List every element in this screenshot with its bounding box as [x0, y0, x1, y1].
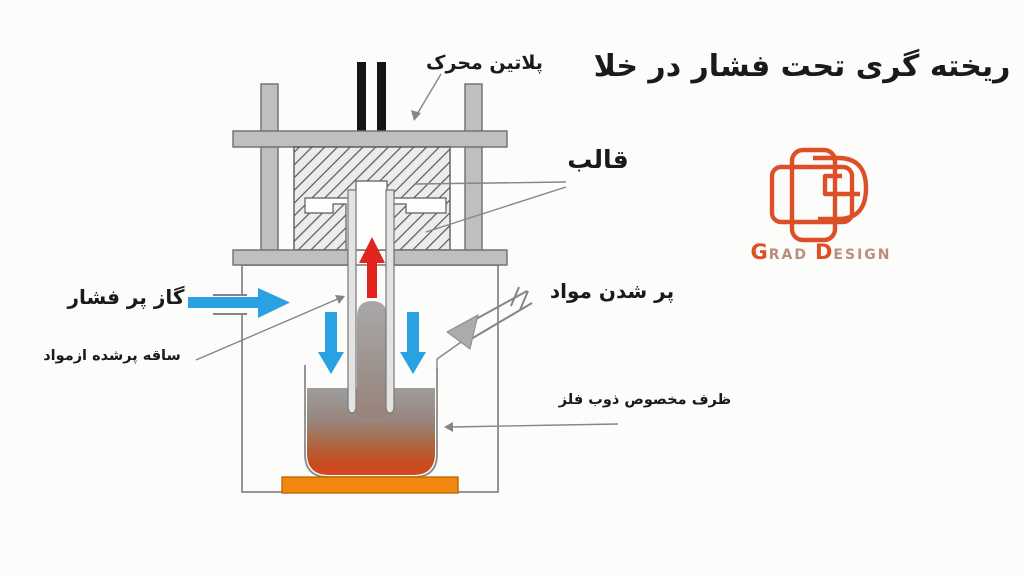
page-title: ریخته گری تحت فشار در خلا: [593, 49, 1011, 84]
annotation-lines: [195, 73, 619, 432]
left-column: [260, 83, 279, 255]
moving-platen: [232, 130, 508, 148]
material-pour-pipe: [436, 286, 533, 371]
label-melting-pot: ظرف مخصوص ذوب فلز: [558, 392, 732, 408]
logo-word1-initial: G: [750, 240, 769, 264]
riser-tube-right-wall: [385, 189, 395, 414]
grad-design-logo-icon: [769, 147, 869, 243]
gas-down-arrow-right: [400, 312, 426, 374]
logo-word1-rest: RAD: [768, 247, 808, 263]
label-mold: قالب: [567, 145, 629, 174]
riser-tube-left-wall: [347, 189, 357, 414]
drive-piston: [357, 62, 386, 132]
label-stem-filled: ساقه پرشده ازمواد: [43, 348, 181, 364]
mold-cavity: [304, 180, 447, 251]
gas-down-arrow-left: [318, 312, 344, 374]
grad-design-logo-text: GRAD DESIGN: [742, 240, 900, 264]
molten-metal: [307, 388, 435, 475]
logo-word2-rest: ESIGN: [833, 247, 892, 263]
label-pressurized-gas: گاز پر فشار: [67, 285, 185, 309]
heater-base: [281, 476, 459, 494]
material-pour-arrow: [446, 314, 479, 350]
pressure-up-arrow: [359, 237, 385, 298]
label-material-filling: پر شدن مواد: [549, 279, 675, 303]
stem-material: [357, 301, 387, 418]
gas-flow-arrow: [188, 288, 290, 318]
lower-platen-right: [393, 249, 508, 266]
label-moving-platen: پلاتین محرک: [426, 52, 543, 74]
logo-word2-initial: D: [814, 240, 834, 264]
lower-platen-left: [232, 249, 349, 266]
right-column: [464, 83, 483, 255]
